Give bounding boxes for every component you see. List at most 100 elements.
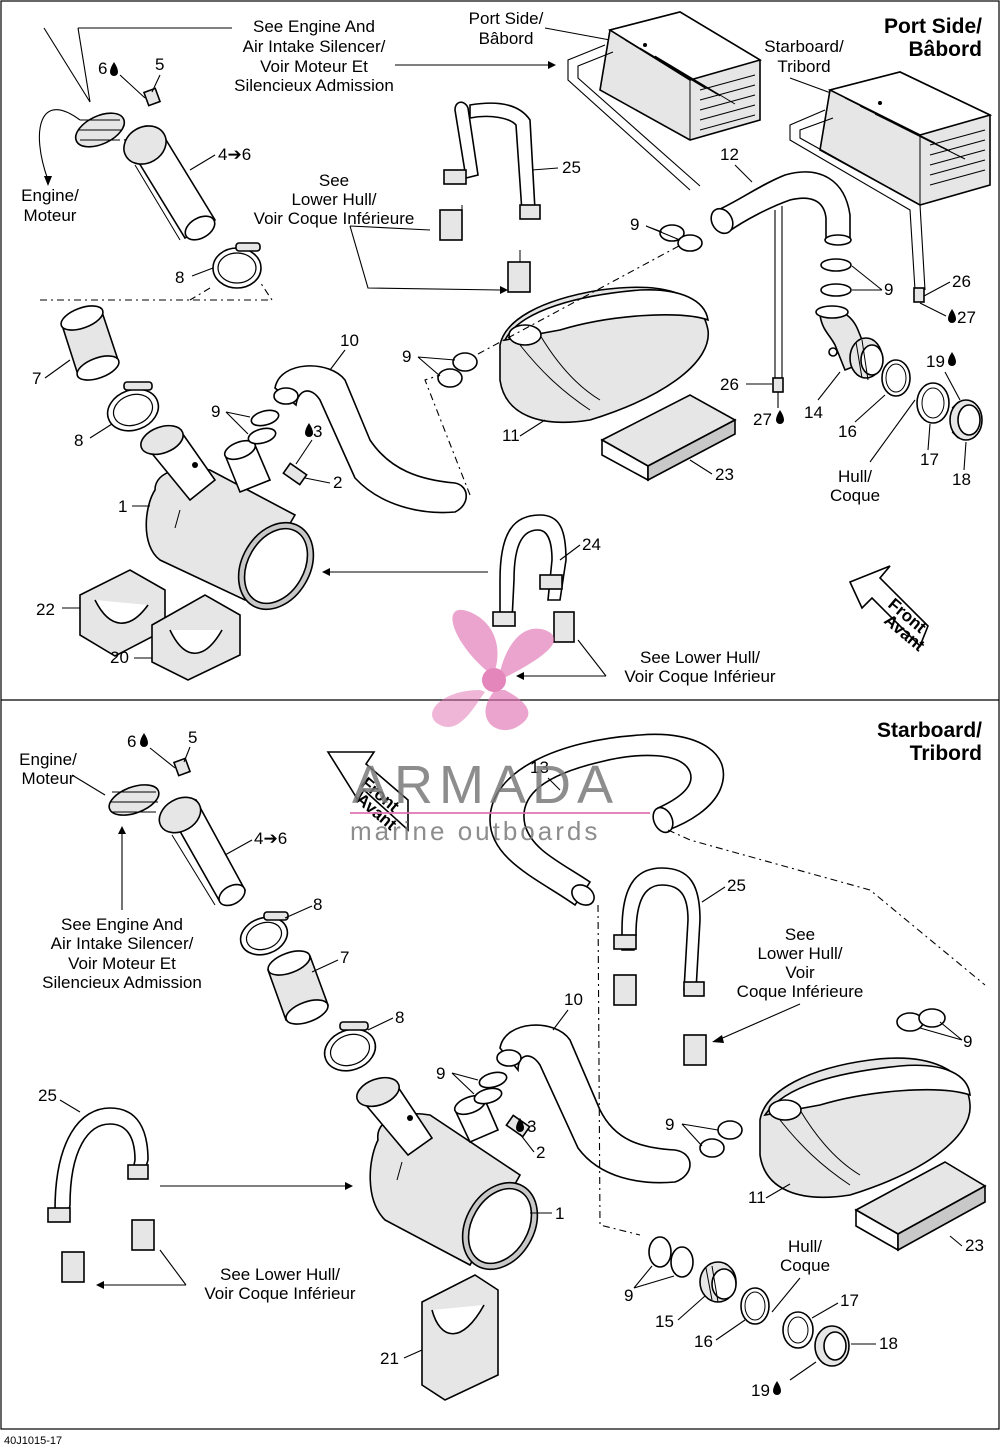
hull-label-top-line1: Hull/ bbox=[838, 467, 872, 486]
assembly-dashline bbox=[597, 904, 641, 1236]
clamps-9-right-top bbox=[659, 224, 852, 297]
water-box-11-bottom bbox=[759, 1057, 971, 1199]
engine-air-intake-ref-bottom-line3: Voir Moteur Et bbox=[68, 954, 176, 973]
watermark: ARMADA marine outboards bbox=[350, 609, 650, 846]
callout-1: 1 bbox=[118, 497, 127, 516]
leader-line bbox=[963, 441, 967, 471]
starboard-hose bbox=[789, 109, 916, 291]
starboard-side-box bbox=[819, 71, 993, 206]
leader-line bbox=[519, 419, 546, 437]
gasket-16-top bbox=[881, 359, 911, 397]
support-20-top bbox=[151, 594, 241, 681]
port-side-box bbox=[599, 11, 762, 141]
arrowhead bbox=[548, 61, 556, 69]
arrowhead bbox=[96, 1281, 104, 1289]
clamps-9-right-bottom bbox=[896, 1008, 946, 1032]
callout-9b: 9 bbox=[402, 347, 411, 366]
callout-23-bottom: 23 bbox=[965, 1236, 984, 1255]
leader-line bbox=[225, 411, 251, 435]
callout-25: 25 bbox=[562, 158, 581, 177]
engine-air-intake-ref-top-line4: Silencieux Admission bbox=[234, 76, 394, 95]
arrowhead bbox=[345, 1182, 353, 1190]
leader-line bbox=[919, 1021, 963, 1041]
drop-icon bbox=[516, 1118, 524, 1132]
lower-hull-ref-br-line1: See bbox=[785, 925, 815, 944]
leader-line bbox=[701, 886, 726, 903]
callout-27b: 27 bbox=[753, 410, 772, 429]
engine-air-intake-ref-bottom-line2: Air Intake Silencer/ bbox=[51, 934, 194, 953]
hull-label-bottom-line1: Hull/ bbox=[788, 1237, 822, 1256]
lower-hull-ref-bl-line1: See Lower Hull/ bbox=[220, 1265, 340, 1284]
engine-air-intake-ref-bottom-line1: See Engine And bbox=[61, 915, 183, 934]
callout-8a-bottom: 8 bbox=[313, 895, 322, 914]
clamp-8b-bottom bbox=[323, 1021, 377, 1072]
lower-hull-ref-mid-line1: See Lower Hull/ bbox=[640, 648, 760, 667]
top-section-title-line2: Bâbord bbox=[909, 38, 983, 61]
callout-8b-bottom: 8 bbox=[395, 1008, 404, 1027]
callout-7: 7 bbox=[32, 369, 41, 388]
leader-line bbox=[715, 1319, 746, 1341]
leader-line bbox=[520, 639, 607, 677]
lower-hull-ref-top-line1: See bbox=[319, 171, 349, 190]
leader-line bbox=[119, 74, 146, 99]
leader-line bbox=[44, 359, 71, 379]
hull-label-bottom-line2: Coque bbox=[780, 1256, 830, 1275]
clamps-9-lower-bottom bbox=[648, 1236, 694, 1278]
bottom-section: Starboard/ Tribord Engine/ Moteur 5 6 4➔… bbox=[4, 719, 987, 1447]
arrowhead bbox=[500, 286, 508, 294]
callout-5: 5 bbox=[155, 55, 164, 74]
muffler-1-bottom bbox=[356, 1076, 539, 1271]
leader-line bbox=[38, 109, 81, 181]
clamps-9-muffler-bottom bbox=[473, 1071, 508, 1105]
callout-9d: 9 bbox=[884, 280, 893, 299]
leader-line bbox=[295, 439, 313, 465]
engine-air-intake-ref-top-line2: Air Intake Silencer/ bbox=[243, 37, 386, 56]
callout-19-bottom: 19 bbox=[751, 1381, 770, 1400]
exhaust-outlet-assembly-bottom bbox=[108, 784, 247, 907]
leader-line bbox=[633, 1265, 675, 1289]
engine-air-intake-ref-top-line1: See Engine And bbox=[253, 17, 375, 36]
callout-10: 10 bbox=[340, 331, 359, 350]
leader-line bbox=[151, 74, 161, 93]
callout-23: 23 bbox=[715, 465, 734, 484]
plug-5-bottom bbox=[172, 757, 192, 777]
leader-line bbox=[789, 1361, 817, 1381]
engine-label-top-line2: Moteur bbox=[24, 206, 77, 225]
leader-line bbox=[417, 356, 456, 377]
assembly-dashline bbox=[189, 287, 211, 301]
assembly-dashline bbox=[424, 374, 471, 496]
lower-hull-ref-top-line3: Voir Coque Inférieure bbox=[254, 209, 415, 228]
lower-hull-ref-br-line4: Coque Inférieure bbox=[737, 982, 864, 1001]
starboard-hose bbox=[799, 117, 926, 291]
callout-9c: 9 bbox=[630, 215, 639, 234]
leader-line bbox=[547, 777, 561, 791]
callout-21: 21 bbox=[380, 1349, 399, 1368]
outlet-fitting-top bbox=[849, 337, 884, 381]
leader-line bbox=[149, 747, 176, 769]
callout-9b-bottom: 9 bbox=[665, 1115, 674, 1134]
leader-line bbox=[349, 225, 501, 291]
callout-26a: 26 bbox=[952, 272, 971, 291]
bottom-section-title-line1: Starboard/ bbox=[877, 719, 982, 742]
watermark-tagline: marine outboards bbox=[350, 816, 600, 846]
leader-line bbox=[765, 1183, 791, 1199]
leader-line bbox=[191, 267, 214, 277]
leader-line bbox=[304, 477, 331, 484]
callout-4-6-bottom: 4➔6 bbox=[254, 829, 287, 848]
leader-line bbox=[869, 399, 916, 463]
leader-line bbox=[89, 423, 113, 439]
lower-hull-ref-bl-line2: Voir Coque Inférieur bbox=[204, 1284, 356, 1303]
callout-22: 22 bbox=[36, 600, 55, 619]
drop-icon bbox=[773, 1381, 781, 1395]
callout-13: 13 bbox=[530, 758, 549, 777]
sleeve-7-bottom bbox=[266, 950, 330, 1025]
fitting-26-top-mid bbox=[772, 377, 784, 393]
leader-line bbox=[919, 302, 947, 317]
lower-hull-ref-top-line2: Lower Hull/ bbox=[291, 190, 376, 209]
support-22-top bbox=[79, 569, 166, 657]
drop-icon bbox=[140, 733, 148, 747]
port-hose bbox=[567, 44, 691, 191]
leader-line bbox=[311, 959, 339, 973]
drop-icon bbox=[305, 423, 313, 437]
arrowhead bbox=[322, 568, 330, 576]
